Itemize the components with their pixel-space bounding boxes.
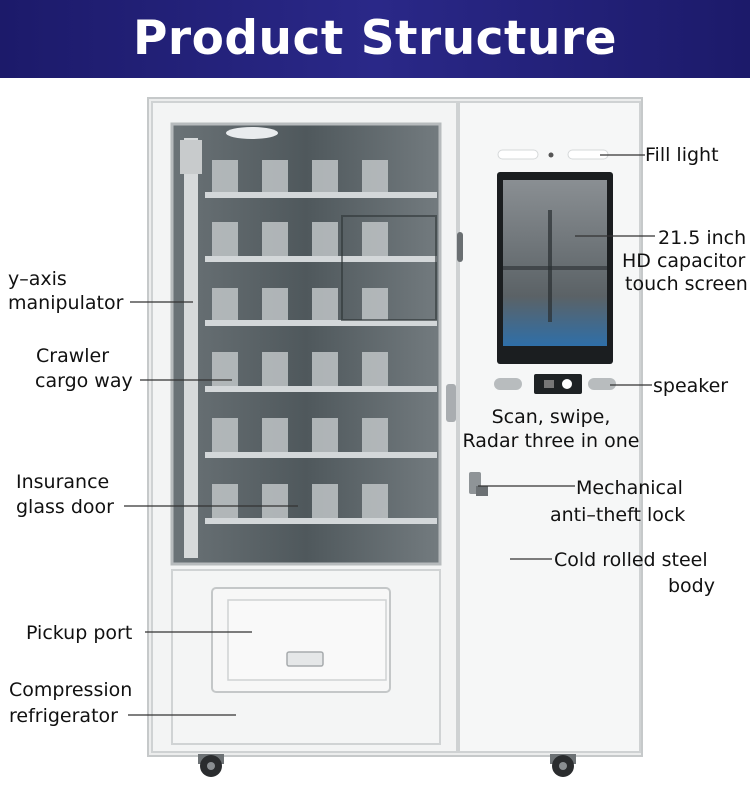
label-crawler-2: cargo way: [35, 370, 133, 392]
y-axis-rail: [184, 138, 198, 558]
label-compressor-1: Compression: [9, 679, 133, 701]
pickup-handle: [286, 651, 324, 667]
label-lock-1: Mechanical: [576, 477, 683, 499]
scanner-panel: [534, 374, 582, 394]
page-title: Product Structure: [132, 11, 617, 66]
label-screen-1: 21.5 inch: [658, 227, 747, 249]
label-screen-2: HD capacitor: [622, 250, 746, 272]
label-pickup: Pickup port: [26, 622, 133, 644]
camera-dot: [548, 152, 554, 158]
label-screen-3: touch screen: [625, 273, 748, 295]
shelves: [205, 192, 437, 524]
rail-carriage: [180, 140, 202, 174]
label-glass-2: glass door: [16, 496, 114, 518]
leader-lines: [124, 154, 655, 716]
door-handle: [446, 384, 456, 422]
label-compressor-2: refrigerator: [9, 705, 118, 727]
fill-light-left: [497, 149, 539, 160]
label-lock-2: anti–theft lock: [550, 504, 686, 526]
label-steel-1: Cold rolled steel: [554, 549, 708, 571]
title-banner: [0, 0, 750, 78]
label-scan-2: Radar three in one: [462, 430, 640, 452]
wheels: [198, 754, 576, 777]
speaker-right: [588, 378, 616, 390]
label-fill-light: Fill light: [645, 144, 719, 166]
label-scan-1: Scan, swipe,: [491, 406, 611, 428]
label-speaker: speaker: [653, 375, 729, 397]
label-crawler-1: Crawler: [36, 345, 110, 367]
label-glass-1: Insurance: [16, 471, 110, 493]
label-yaxis-1: y–axis: [8, 268, 67, 290]
speaker-left: [494, 378, 522, 390]
interior-light: [226, 127, 278, 139]
label-steel-2: body: [668, 575, 715, 597]
label-yaxis-2: manipulator: [8, 292, 124, 314]
touch-screen-display: [503, 180, 607, 346]
shelf-dividers: [212, 160, 388, 518]
